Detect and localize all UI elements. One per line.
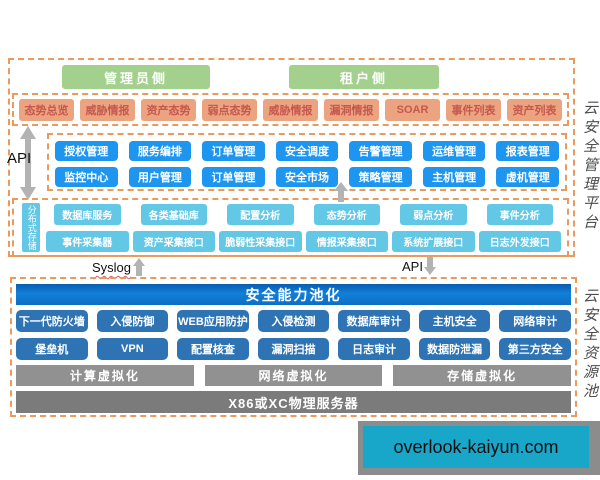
capability-item: 漏洞扫描 bbox=[257, 338, 330, 360]
capability-item: WEB应用防护 bbox=[177, 310, 249, 332]
capability-item: 堡垒机 bbox=[16, 338, 88, 360]
storage-item: 各类基础库 bbox=[140, 203, 207, 225]
situation-item: 态势总览 bbox=[19, 98, 74, 121]
capability-item: 入侵检测 bbox=[257, 310, 330, 332]
api-service: 订单管理 bbox=[202, 167, 265, 187]
capability-item: 数据防泄漏 bbox=[418, 338, 491, 360]
watermark-text: overlook-kaiyun.com bbox=[363, 426, 589, 468]
up-arrow-icon bbox=[334, 182, 348, 202]
capability-item: 入侵防御 bbox=[96, 310, 169, 332]
api-row-2: 监控中心 用户管理 订单管理 安全市场 策略管理 主机管理 虚机管理 bbox=[55, 167, 560, 187]
api-connector-label: API bbox=[402, 259, 423, 274]
api-service: 安全市场 bbox=[275, 167, 339, 187]
storage-item: 态势分析 bbox=[313, 203, 380, 225]
distributed-storage-label: 分布式存储 bbox=[22, 203, 40, 252]
situation-item: 威胁情报 bbox=[80, 98, 135, 121]
pool-header: 安全能力池化 bbox=[16, 284, 571, 305]
virtualization-bar: 网络虚拟化 bbox=[204, 365, 383, 386]
capability-item: 下一代防火墙 bbox=[16, 310, 88, 332]
api-services-panel: 授权管理 服务编排 订单管理 安全调度 告警管理 运维管理 报表管理 监控中心 … bbox=[47, 133, 567, 191]
syslog-up-arrow-icon bbox=[133, 258, 145, 276]
capability-item: 日志审计 bbox=[338, 338, 410, 360]
storage-item: 弱点分析 bbox=[400, 203, 467, 225]
storage-item: 事件采集器 bbox=[46, 230, 129, 252]
api-service: 运维管理 bbox=[422, 141, 486, 161]
storage-item: 数据库服务 bbox=[54, 203, 121, 225]
capability-row-1: 下一代防火墙 入侵防御 WEB应用防护 入侵检测 数据库审计 主机安全 网络审计 bbox=[16, 310, 572, 332]
capability-item: 主机安全 bbox=[418, 310, 491, 332]
storage-column: 配置分析 脆弱性采集接口 bbox=[217, 203, 304, 252]
admin-side-header: 管理员侧 bbox=[62, 65, 210, 89]
storage-item: 情报采集接口 bbox=[305, 230, 388, 252]
situation-row: 态势总览 威胁情报 资产态势 弱点态势 威胁情报 漏洞情报 SOAR 事件列表 … bbox=[12, 93, 569, 126]
situation-item: 漏洞情报 bbox=[324, 98, 379, 121]
api-service: 告警管理 bbox=[349, 141, 412, 161]
situation-item: 事件列表 bbox=[446, 98, 501, 121]
resource-pool-side-label: 云安全资源池 bbox=[581, 288, 598, 402]
situation-item: SOAR bbox=[385, 98, 440, 121]
virtualization-bar: 存储虚拟化 bbox=[393, 365, 572, 386]
api-service: 策略管理 bbox=[349, 167, 412, 187]
capability-item: VPN bbox=[96, 338, 169, 360]
situation-item: 资产态势 bbox=[141, 98, 196, 121]
api-down-arrow-icon bbox=[424, 257, 436, 275]
hardware-bar: X86或XC物理服务器 bbox=[16, 391, 571, 413]
management-platform-side-label: 云安全管理平台 bbox=[581, 100, 598, 233]
situation-item: 威胁情报 bbox=[263, 98, 318, 121]
virtualization-bar: 计算虚拟化 bbox=[16, 365, 194, 386]
storage-column: 数据库服务 事件采集器 bbox=[44, 203, 131, 252]
storage-item: 系统扩展接口 bbox=[392, 230, 475, 252]
tenant-side-header: 租户侧 bbox=[289, 65, 439, 89]
situation-item: 资产列表 bbox=[507, 98, 562, 121]
storage-column: 弱点分析 系统扩展接口 bbox=[390, 203, 477, 252]
api-double-arrow-icon bbox=[20, 126, 36, 200]
storage-column: 各类基础库 资产采集接口 bbox=[131, 203, 218, 252]
api-service: 服务编排 bbox=[128, 141, 192, 161]
storage-column: 态势分析 情报采集接口 bbox=[304, 203, 391, 252]
capability-item: 数据库审计 bbox=[338, 310, 410, 332]
api-service: 主机管理 bbox=[422, 167, 486, 187]
syslog-connector-label: Syslog bbox=[92, 260, 132, 275]
capability-item: 网络审计 bbox=[499, 310, 572, 332]
situation-item: 弱点态势 bbox=[202, 98, 257, 121]
api-service: 报表管理 bbox=[496, 141, 560, 161]
api-service: 授权管理 bbox=[55, 141, 118, 161]
api-service: 订单管理 bbox=[202, 141, 265, 161]
api-service: 虚机管理 bbox=[496, 167, 560, 187]
storage-item: 脆弱性采集接口 bbox=[219, 230, 302, 252]
api-side-label: API bbox=[7, 150, 32, 167]
capability-item: 配置核查 bbox=[177, 338, 249, 360]
virtualization-row: 计算虚拟化 网络虚拟化 存储虚拟化 bbox=[16, 365, 572, 386]
api-service: 用户管理 bbox=[128, 167, 192, 187]
api-service: 监控中心 bbox=[55, 167, 118, 187]
capability-row-2: 堡垒机 VPN 配置核查 漏洞扫描 日志审计 数据防泄漏 第三方安全 bbox=[16, 338, 572, 360]
resource-pool-panel: 安全能力池化 下一代防火墙 入侵防御 WEB应用防护 入侵检测 数据库审计 主机… bbox=[10, 277, 577, 417]
storage-item: 日志外发接口 bbox=[478, 230, 561, 252]
storage-item: 事件分析 bbox=[486, 203, 553, 225]
api-service: 安全调度 bbox=[275, 141, 339, 161]
storage-column: 事件分析 日志外发接口 bbox=[477, 203, 564, 252]
capability-item: 第三方安全 bbox=[499, 338, 572, 360]
api-row-1: 授权管理 服务编排 订单管理 安全调度 告警管理 运维管理 报表管理 bbox=[55, 141, 560, 161]
distributed-storage-panel: 分布式存储 数据库服务 事件采集器 各类基础库 资产采集接口 配置分析 脆弱性采… bbox=[12, 198, 569, 257]
management-platform-panel: 管理员侧 租户侧 态势总览 威胁情报 资产态势 弱点态势 威胁情报 漏洞情报 S… bbox=[8, 58, 575, 257]
watermark-box: overlook-kaiyun.com bbox=[358, 421, 600, 475]
storage-item: 配置分析 bbox=[227, 203, 294, 225]
storage-item: 资产采集接口 bbox=[132, 230, 215, 252]
